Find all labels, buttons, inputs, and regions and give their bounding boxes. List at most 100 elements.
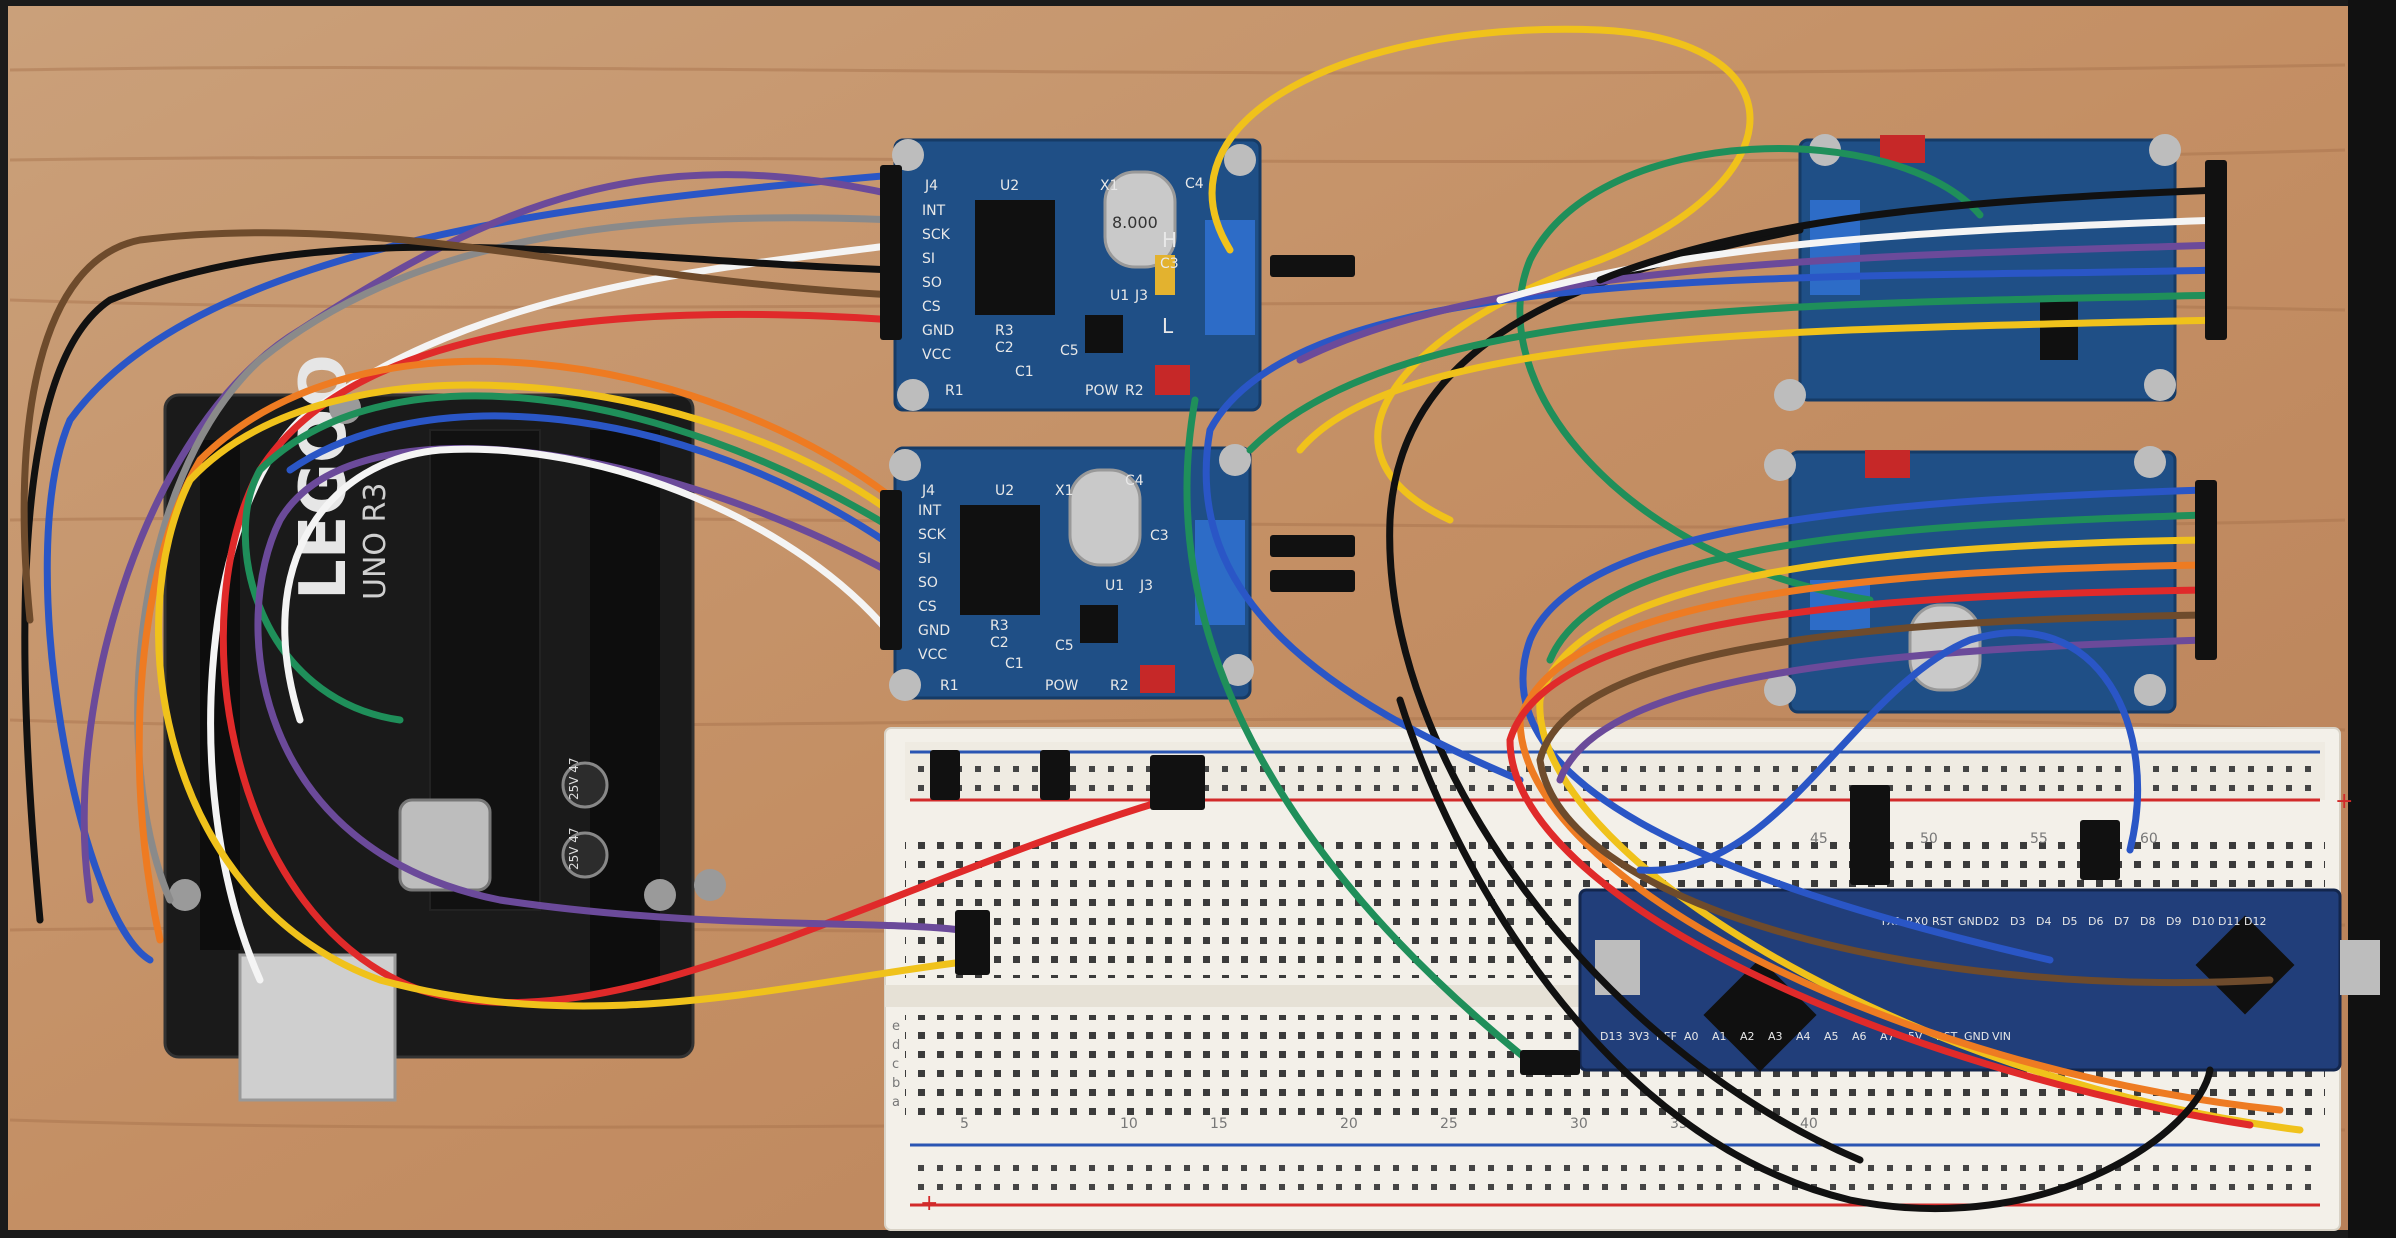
wire-blue-right — [1636, 629, 2141, 874]
wire-blue — [43, 171, 899, 964]
pin-label: INT — [922, 203, 946, 219]
pin-label: SI — [922, 251, 935, 267]
jumper-cap — [1155, 365, 1190, 395]
mini-usb-port — [1595, 940, 1640, 995]
screw-icon — [644, 879, 676, 911]
screw-icon — [1774, 379, 1806, 411]
mcp2515-chip — [975, 200, 1055, 315]
column-letter: e — [892, 1019, 900, 1034]
part-label: C4 — [1185, 176, 1204, 192]
header-label: J4 — [924, 178, 938, 194]
nano-pin-label: A4 — [1796, 1030, 1811, 1043]
header-connector — [1270, 570, 1355, 592]
wire-black — [21, 243, 899, 924]
screw-terminal — [1205, 220, 1255, 335]
column-letter: a — [892, 1095, 900, 1110]
screw-icon — [2134, 446, 2166, 478]
nano-pin-label: A6 — [1852, 1030, 1867, 1043]
chip-label: U1 — [1110, 288, 1129, 304]
chip-label: U1 — [1105, 578, 1124, 594]
screw-icon — [2144, 369, 2176, 401]
column-letter: c — [892, 1057, 899, 1072]
pin-label: VCC — [918, 647, 947, 663]
ribbon2-orange — [1516, 561, 2284, 1114]
row-number: 10 — [1120, 1116, 1138, 1132]
nano-pin-label: D6 — [2088, 915, 2103, 928]
part-label: C3 — [1160, 256, 1179, 272]
screw-icon — [1764, 674, 1796, 706]
screw-icon — [2134, 674, 2166, 706]
wire-orange — [135, 357, 899, 944]
row-number: 25 — [1440, 1116, 1458, 1132]
arduino-nano-board: D13 3V3 REF A0 A1 A2 A3 A4 A5 A6 A7 5V R… — [1578, 888, 2380, 1072]
nano-pin-label: 3V3 — [1628, 1030, 1650, 1043]
jumper-cap — [1140, 665, 1175, 693]
pin-label: SCK — [918, 527, 947, 543]
part-label: C5 — [1060, 343, 1079, 359]
header-connector — [880, 490, 902, 650]
part-label: R2 — [1125, 383, 1144, 399]
nano-pin-label: A1 — [1712, 1030, 1727, 1043]
wire-white-2 — [281, 445, 899, 724]
tja1050-chip — [1080, 605, 1118, 643]
ribbon2-purple — [1556, 636, 2209, 784]
row-number: 5 — [960, 1116, 969, 1132]
part-label: C2 — [990, 635, 1009, 651]
row-number: 20 — [1340, 1116, 1358, 1132]
ribbon2-blue — [1519, 486, 2209, 964]
can-module-right-top — [1774, 134, 2181, 411]
row-number: 30 — [1570, 1116, 1588, 1132]
ribbon2-red — [1506, 586, 2254, 1129]
part-label: C1 — [1015, 364, 1034, 380]
part-label: C5 — [1055, 638, 1074, 654]
pin-label: CS — [922, 299, 941, 315]
row-number: 45 — [1810, 831, 1828, 847]
screw-icon — [1219, 444, 1251, 476]
nano-pin-label: D12 — [2244, 915, 2266, 928]
header-connector — [955, 910, 990, 975]
pow-label: POW — [1085, 383, 1118, 399]
pow-label: POW — [1045, 678, 1078, 694]
jumper-h-label: H — [1162, 228, 1177, 252]
nano-pin-label: A5 — [1824, 1030, 1839, 1043]
chip-label: U2 — [995, 483, 1014, 499]
screw-icon — [2149, 134, 2181, 166]
nano-pin-label: A0 — [1684, 1030, 1699, 1043]
header-connector — [1270, 535, 1355, 557]
screw-icon — [1222, 654, 1254, 686]
pin-label: SI — [918, 551, 931, 567]
pin-label: SCK — [922, 227, 951, 243]
screw-icon — [889, 449, 921, 481]
crystal-oscillator — [398, 798, 492, 892]
mcp2515-chip — [2040, 300, 2078, 360]
connector-housings — [880, 160, 2227, 1075]
row-number: 50 — [1920, 831, 1938, 847]
wire-blue-2 — [286, 412, 899, 552]
pin-label: VCC — [922, 347, 951, 363]
pin-label: SO — [922, 275, 942, 291]
screw-icon — [897, 379, 929, 411]
pin-label: INT — [918, 503, 942, 519]
part-label: C4 — [1125, 473, 1144, 489]
can-module-bottom: J4 U2 X1 U1 J3 INT SCK SI SO CS GND VCC … — [889, 444, 1254, 701]
row-number: 15 — [1210, 1116, 1228, 1132]
can-module-right-bottom — [1764, 446, 2177, 714]
ribbon2-green — [1546, 511, 2209, 664]
nano-pin-label: D13 — [1600, 1030, 1622, 1043]
nano-pin-label: GND — [1958, 915, 1983, 928]
crystal-oscillator — [1908, 603, 1982, 692]
header-connector — [2080, 820, 2120, 880]
wire-black-bottom — [1396, 696, 2214, 1213]
wire-yellow — [155, 381, 984, 1010]
chip-label: U2 — [1000, 178, 1019, 194]
chip-label: X1 — [1100, 178, 1119, 194]
mcp2515-chip — [960, 505, 1040, 615]
chip-label: J3 — [1139, 578, 1153, 594]
screw-icon — [889, 669, 921, 701]
atmega-chip — [2195, 915, 2295, 1015]
jumper-wires — [20, 25, 2304, 1213]
header-connector — [1850, 785, 1890, 885]
nano-pin-label: A3 — [1768, 1030, 1783, 1043]
part-label: C2 — [995, 340, 1014, 356]
